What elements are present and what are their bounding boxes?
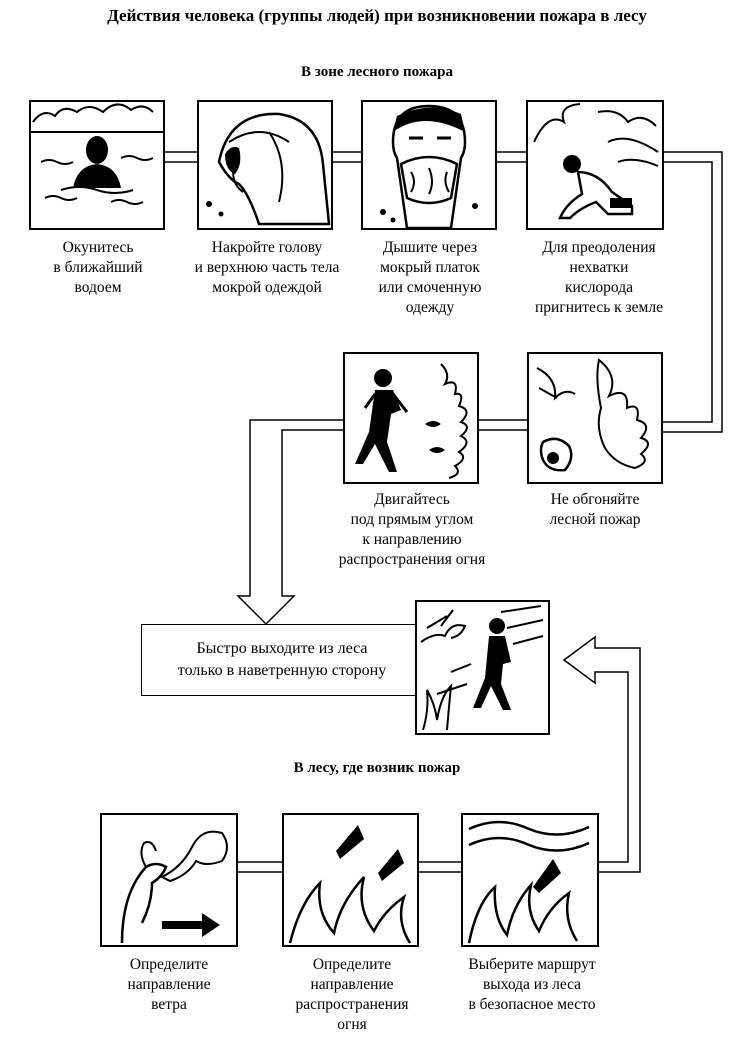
connector-8-9: [416, 861, 464, 873]
head-covered-icon: [206, 112, 331, 226]
crouching-person-icon: [533, 103, 659, 220]
step-5-caption: Двигайтесь под прямым углом к направлени…: [338, 491, 486, 568]
step-7-box: [100, 813, 238, 947]
step-4-caption: Для преодоления нехватки кислорода пригн…: [535, 239, 663, 316]
step-7-caption: Определите направление ветра: [127, 956, 211, 1013]
step-2-caption: Накройте голову и верхнюю часть тела мок…: [194, 239, 340, 296]
connector-down-left-arrow: [236, 419, 346, 626]
exit-route-icon: [467, 820, 590, 944]
wind-direction-icon: [120, 830, 228, 944]
fire-overtaking-icon: [536, 358, 649, 472]
connector-1-2: [163, 151, 201, 163]
swimming-person-icon: [31, 103, 163, 205]
step-9-box: [461, 813, 599, 947]
section-title-top: В зоне лесного пожара: [301, 64, 453, 80]
connector-up-arrow: [562, 635, 641, 873]
fire-direction-icon: [288, 825, 412, 944]
exit-instruction-text: Быстро выходите из леса только в наветре…: [177, 640, 387, 679]
step-8-box: [282, 813, 419, 947]
step-9-caption: Выберите маршрут выхода из леса в безопа…: [468, 956, 596, 1013]
step-3-caption: Дышите через мокрый платок или смоченную…: [378, 239, 482, 316]
running-from-fire-icon: [355, 363, 468, 479]
section-title-bottom: В лесу, где возник пожар: [293, 760, 461, 776]
connector-3-4: [495, 151, 529, 163]
face-cloth-icon: [380, 104, 478, 228]
exit-instruction-box: Быстро выходите из леса только в наветре…: [141, 624, 423, 696]
step-1-box: [29, 100, 165, 230]
step-5-box: [343, 352, 479, 484]
step-6-caption: Не обгоняйте лесной пожар: [549, 491, 641, 528]
step-3-box: [361, 100, 497, 230]
connector-5-6: [476, 419, 530, 431]
windward-exit-icon: [420, 605, 544, 731]
exit-icon-box: [415, 600, 550, 735]
step-1-caption: Окунитесь в ближайший водоем: [53, 239, 143, 296]
connector-2-3: [330, 151, 364, 163]
step-4-box: [526, 100, 664, 230]
step-2-box: [197, 100, 333, 230]
step-8-caption: Определите направление распространения о…: [295, 956, 409, 1033]
page-title: Действия человека (группы людей) при воз…: [107, 6, 647, 25]
step-6-box: [527, 352, 663, 484]
connector-7-8: [235, 861, 285, 873]
